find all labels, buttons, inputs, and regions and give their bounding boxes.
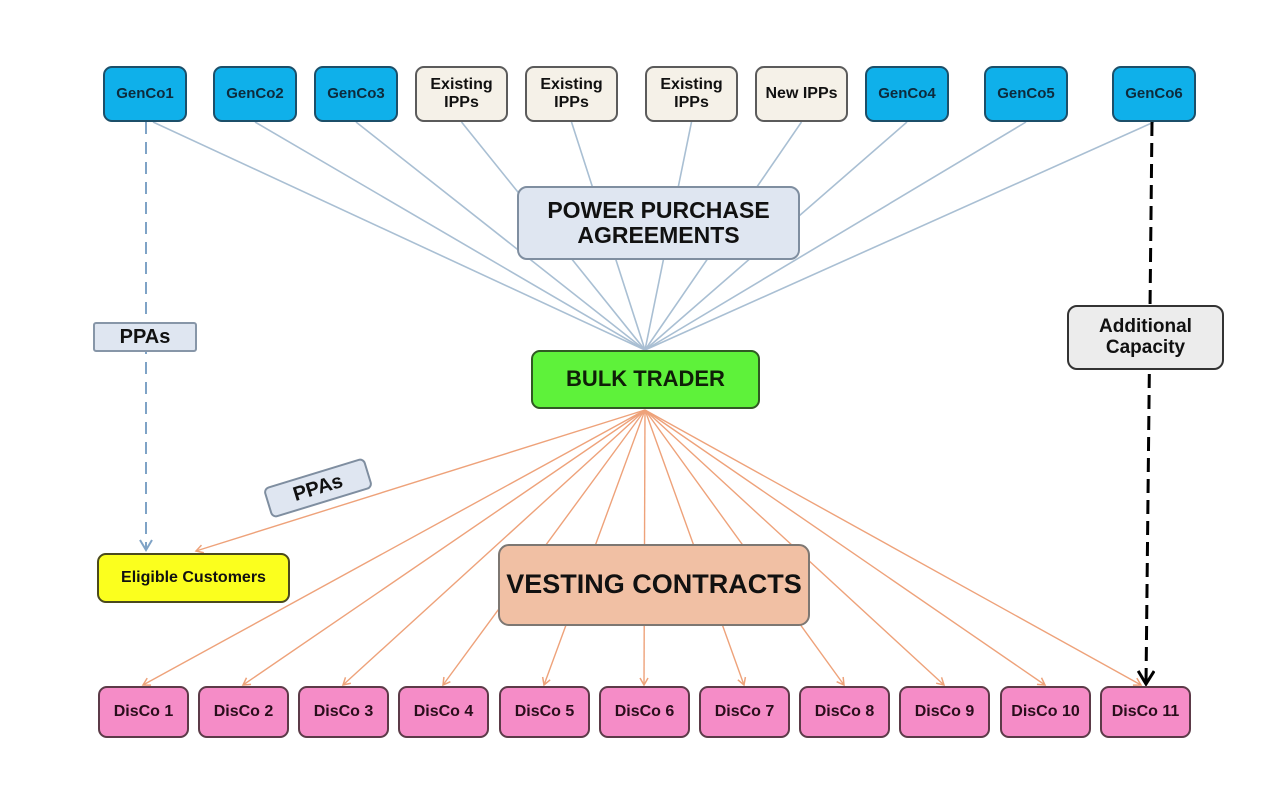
ipp-node-4: Existing IPPs <box>415 66 508 122</box>
disco-node-8: DisCo 8 <box>799 686 890 738</box>
ipp-node-7: New IPPs <box>755 66 848 122</box>
genco6-to-disco11-dashed-link <box>1146 121 1152 684</box>
disco-node-5: DisCo 5 <box>499 686 590 738</box>
disco-node-2: DisCo 2 <box>198 686 289 738</box>
genco-node-2: GenCo2 <box>213 66 297 122</box>
ipp-node-6: Existing IPPs <box>645 66 738 122</box>
disco-node-6: DisCo 6 <box>599 686 690 738</box>
vesting-link-disco-10 <box>644 409 1047 686</box>
vesting-link-disco-1 <box>141 409 646 686</box>
genco-node-9: GenCo5 <box>984 66 1068 122</box>
genco-node-1: GenCo1 <box>103 66 187 122</box>
ppa-link-3 <box>355 121 646 351</box>
ppa-link-9 <box>644 121 1027 351</box>
vesting-link-disco-11 <box>644 409 1143 686</box>
disco-node-9: DisCo 9 <box>899 686 990 738</box>
disco-node-10: DisCo 10 <box>1000 686 1091 738</box>
genco-node-3: GenCo3 <box>314 66 398 122</box>
vesting-contracts-box: VESTING CONTRACTS <box>498 544 810 626</box>
power-purchase-agreements-box: POWER PURCHASE AGREEMENTS <box>517 186 800 260</box>
disco-node-4: DisCo 4 <box>398 686 489 738</box>
ppas-label-left: PPAs <box>93 322 197 352</box>
vesting-link-disco-2 <box>241 409 646 686</box>
genco-node-10: GenCo6 <box>1112 66 1196 122</box>
disco-node-1: DisCo 1 <box>98 686 189 738</box>
bulk-trader-node: BULK TRADER <box>531 350 760 409</box>
ipp-node-5: Existing IPPs <box>525 66 618 122</box>
disco-node-11: DisCo 11 <box>1100 686 1191 738</box>
ppa-link-1 <box>152 121 646 351</box>
vesting-link-disco-3 <box>341 409 646 687</box>
eligible-customers-node: Eligible Customers <box>97 553 290 603</box>
ppa-link-2 <box>254 121 646 351</box>
vesting-link-eligible-customers <box>194 409 646 554</box>
genco-node-8: GenCo4 <box>865 66 949 122</box>
additional-capacity-label: Additional Capacity <box>1067 305 1224 370</box>
disco-node-7: DisCo 7 <box>699 686 790 738</box>
disco-node-3: DisCo 3 <box>298 686 389 738</box>
ppa-link-10 <box>644 121 1155 351</box>
